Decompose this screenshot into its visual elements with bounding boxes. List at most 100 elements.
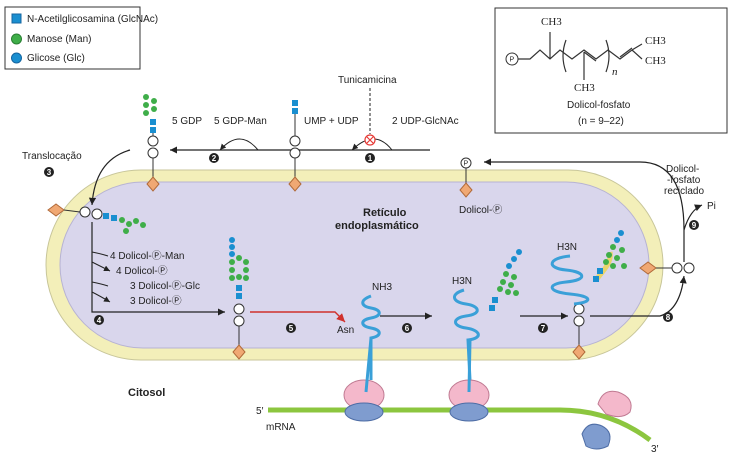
- three-prime-label: 3′: [651, 444, 659, 455]
- citosol-label: Citosol: [128, 387, 165, 399]
- legend-box: [4, 6, 141, 70]
- ribosome-large-free: [597, 390, 632, 418]
- ribosome-small-1: [344, 402, 384, 422]
- glcnac-icon: [150, 119, 156, 125]
- glcnac-icon: [489, 305, 495, 311]
- glcnac-icon: [593, 276, 599, 282]
- glucose-icon: [516, 249, 522, 255]
- reticulo-label: Retículo: [363, 207, 407, 219]
- mannose-icon: [229, 275, 235, 281]
- mannose-icon: [140, 222, 146, 228]
- addition-curve: [91, 281, 109, 287]
- nh3-label: NH3: [372, 282, 392, 293]
- glycosylated-protein-mid: H3N: [452, 249, 522, 381]
- mannose-icon: [508, 282, 514, 288]
- step-2-label: 2: [212, 154, 217, 163]
- dolicol-p-label: Dolicol-Ⓟ: [459, 204, 502, 216]
- nascent-protein-1: NH3 Asn: [337, 282, 392, 380]
- legend-glucose-label: Glicose (Glc): [27, 53, 85, 64]
- mannose-icon: [614, 255, 620, 261]
- glcnac-icon: [111, 215, 117, 221]
- gdp-man-curve: [219, 138, 259, 151]
- phosphate-icon: [671, 262, 683, 274]
- dol-man-label: 4 Dolicol-Ⓟ-Man: [110, 250, 184, 262]
- step-1-badge: [365, 153, 375, 163]
- mannose-icon: [243, 267, 249, 273]
- step-9-badge: [689, 220, 699, 230]
- step-4-additions: 4 Dolicol-Ⓟ-Man 4 Dolicol-Ⓟ 3 Dolicol-Ⓟ-…: [91, 222, 225, 325]
- step-7-label: 7: [541, 324, 546, 333]
- step-7-badge: [538, 323, 548, 333]
- phosphate-icon: [233, 315, 245, 327]
- glucose-icon: [229, 244, 235, 250]
- dolicol-reciclado-3: reciclado: [664, 186, 704, 197]
- step-6-badge: [402, 323, 412, 333]
- folded-glycoprotein: H3N: [550, 230, 627, 306]
- mannose-icon: [133, 218, 139, 224]
- glucose-icon: [506, 263, 512, 269]
- ch3-right-top-label: CH3: [645, 35, 666, 47]
- dolichol-pp-cytosolic: [639, 261, 695, 275]
- mannose-icon: [119, 217, 125, 223]
- step-6-label: 6: [405, 324, 410, 333]
- mannose-icon: [151, 106, 157, 112]
- release-curve: [91, 291, 111, 303]
- mannose-icon: [243, 275, 249, 281]
- phosphate-p-label: P: [464, 161, 469, 168]
- polypeptide: [550, 254, 590, 306]
- pi-label: Pi: [707, 201, 716, 212]
- glcnac-icon: [236, 285, 242, 291]
- phosphate-icon: [573, 303, 585, 315]
- release-curve: [91, 261, 111, 272]
- chain-end-bond: [631, 49, 643, 60]
- er-lumen: [59, 181, 650, 349]
- polypeptide: [361, 294, 381, 380]
- repeat-bracket-right: [605, 39, 610, 73]
- double-bond-2: [619, 47, 633, 58]
- dolichol-intermediate-left: [143, 94, 160, 192]
- h3n-label-right: H3N: [557, 242, 577, 253]
- mannose-icon: [500, 279, 506, 285]
- phosphate-icon: [289, 147, 301, 159]
- tunicamicina-label: Tunicamicina: [338, 75, 397, 86]
- mannose-icon: [151, 98, 157, 104]
- structure-p-label: P: [510, 57, 515, 64]
- phosphate-icon: [573, 315, 585, 327]
- mannose-icon: [123, 228, 129, 234]
- dol-label: 4 Dolicol-Ⓟ: [116, 265, 168, 277]
- recycle-return-arrow: [484, 158, 685, 231]
- glucose-icon: [229, 237, 235, 243]
- step-5-label: 5: [289, 324, 294, 333]
- structure-n-range: (n = 9–22): [578, 116, 624, 127]
- phosphate-icon: [233, 303, 245, 315]
- ch3-right-bottom-label: CH3: [645, 55, 666, 67]
- glcnac-icon: [150, 127, 156, 133]
- step-5-badge: [286, 323, 296, 333]
- mannose-icon: [143, 110, 149, 116]
- mannose-legend-icon: [11, 33, 22, 45]
- mannose-icon: [236, 274, 242, 280]
- glucose-legend-icon: [11, 52, 22, 64]
- structure-caption: Dolicol-fosfato: [567, 100, 631, 111]
- mannose-icon: [503, 271, 509, 277]
- dolichol-head-icon: [232, 344, 246, 360]
- pi-release-arrow: [683, 204, 703, 231]
- polypeptide: [453, 288, 480, 381]
- dolichol-tail: [63, 209, 81, 213]
- chain-skeleton: [518, 43, 643, 60]
- dolichol-phosphate-right: P: [459, 157, 473, 198]
- mannose-icon: [229, 267, 235, 273]
- endoplasmatico-label: endoplasmático: [335, 220, 419, 232]
- gdp-label: 5 GDP: [172, 116, 202, 127]
- phosphate-icon: [289, 135, 301, 147]
- glucose-icon: [618, 230, 624, 236]
- step-8-label: 8: [666, 313, 671, 322]
- repeat-n-label: n: [612, 66, 618, 78]
- phosphate-icon: [147, 135, 159, 147]
- step-2-badge: [209, 153, 219, 163]
- polypeptide-exit-2: [467, 339, 472, 393]
- ump-udp-label: UMP + UDP: [304, 116, 359, 127]
- mannose-icon: [603, 259, 609, 265]
- glucose-icon: [614, 237, 620, 243]
- dolichol-structure-box: P CH3 CH3 CH3 CH3 n Dolicol-fosfato (n =…: [494, 7, 728, 134]
